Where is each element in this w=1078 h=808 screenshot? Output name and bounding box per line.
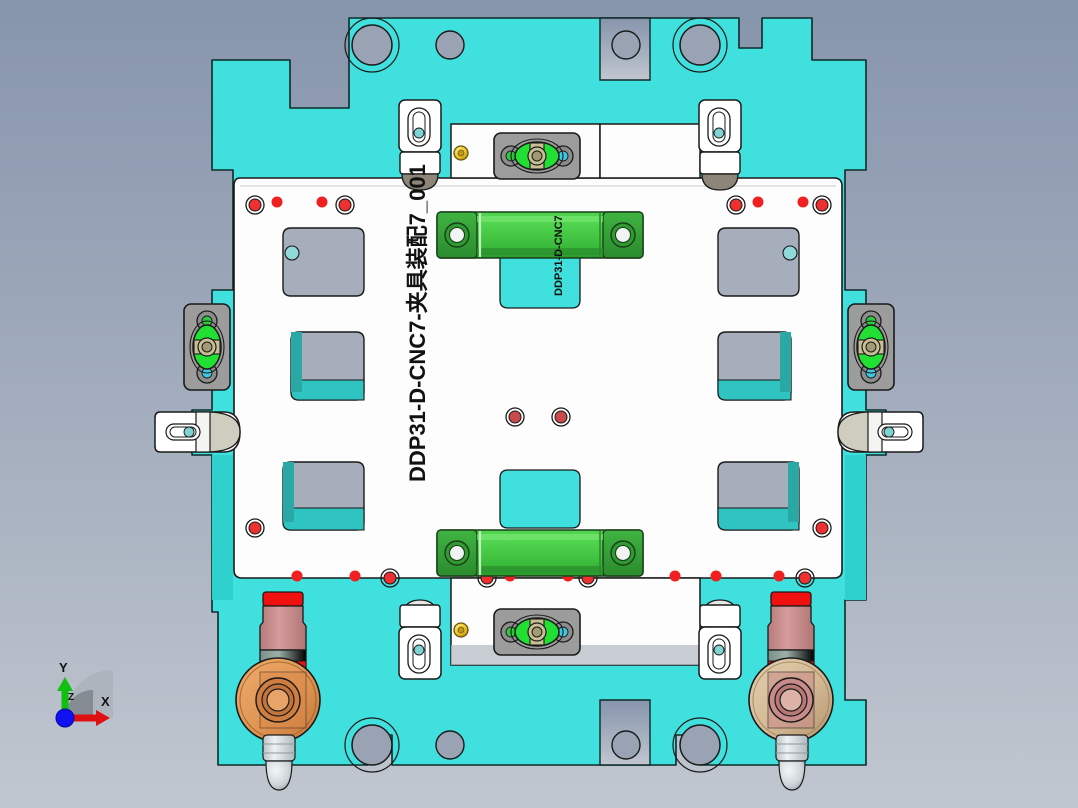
rail-recess-pockets — [499, 251, 581, 529]
top-plate[interactable] — [233, 123, 843, 666]
threaded-holes — [245, 195, 832, 588]
locating-pin-bottom-right[interactable] — [698, 599, 742, 680]
clamp-left[interactable] — [183, 303, 231, 391]
axis-y-label: Y — [59, 660, 68, 675]
slot-locator-right[interactable] — [837, 411, 924, 453]
linear-rail-top[interactable] — [436, 211, 644, 259]
model-title-label: DDP31-D-CNC7-夹具装配7_001 — [405, 164, 430, 482]
base-plate-left-step — [212, 455, 233, 600]
base-plate-right-step — [845, 455, 866, 600]
triad-origin — [55, 708, 75, 728]
clamp-right[interactable] — [847, 303, 895, 391]
cylinder-right[interactable] — [748, 591, 834, 791]
base-plate-corner-holes — [344, 17, 728, 773]
orientation-triad[interactable]: X Y Z — [55, 660, 113, 728]
linear-rail-bottom[interactable] — [436, 529, 644, 577]
screw-bottom — [453, 622, 469, 638]
top-plate-upper-extension-r — [599, 123, 701, 179]
locating-pin-top-right[interactable] — [698, 99, 742, 191]
slot-locator-left[interactable] — [154, 411, 241, 453]
model-secondary-label: DDP31-D-CNC7 — [553, 215, 565, 296]
locating-pin-top-left[interactable] — [398, 99, 442, 191]
top-plate-pockets — [282, 227, 800, 531]
clamp-top-center[interactable] — [493, 132, 581, 180]
axis-x-label: X — [101, 694, 110, 709]
locating-pin-bottom-left[interactable] — [398, 599, 442, 680]
cylinder-left[interactable] — [235, 591, 321, 791]
axis-z: Z — [68, 692, 74, 703]
set-screws[interactable] — [453, 145, 469, 638]
clamp-bottom-center[interactable] — [493, 608, 581, 656]
screw-top — [453, 145, 469, 161]
axis-z-label: Z — [68, 692, 74, 703]
top-plate-body — [233, 177, 843, 579]
